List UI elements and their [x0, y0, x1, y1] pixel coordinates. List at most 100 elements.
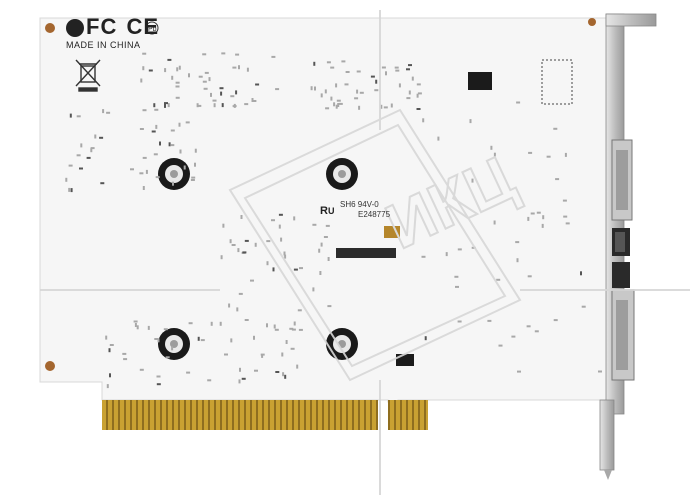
smd-component	[194, 148, 197, 153]
smd-component	[516, 101, 521, 104]
mounting-hole	[45, 23, 55, 33]
smd-component	[527, 216, 530, 221]
smd-component	[327, 305, 332, 308]
smd-component	[325, 107, 330, 110]
smd-component	[536, 211, 541, 214]
smd-component	[281, 352, 284, 357]
smd-component	[345, 71, 350, 73]
smd-component	[266, 323, 268, 328]
smd-component	[232, 105, 237, 108]
smd-component	[336, 99, 341, 102]
smd-component	[422, 118, 425, 123]
smd-component	[261, 353, 264, 358]
smd-component	[424, 336, 427, 341]
smd-component	[134, 323, 137, 327]
smd-component	[80, 143, 83, 148]
smd-component	[517, 370, 521, 373]
smd-component	[79, 167, 83, 170]
smd-component	[282, 372, 285, 377]
smd-component	[411, 76, 414, 81]
smd-component	[198, 75, 203, 78]
smd-component	[164, 103, 166, 108]
smd-component	[381, 66, 386, 69]
smd-component	[356, 89, 359, 94]
capacitor	[384, 226, 400, 238]
smd-component	[156, 375, 161, 378]
smd-component	[417, 92, 422, 95]
smd-component	[338, 102, 343, 105]
smd-component	[296, 364, 299, 369]
smd-component	[272, 267, 275, 272]
smd-component	[100, 182, 105, 185]
smd-component	[102, 109, 105, 114]
smd-component	[153, 153, 158, 156]
smd-component	[546, 155, 551, 158]
smd-component	[320, 242, 323, 247]
smd-component	[168, 142, 171, 147]
smd-component	[244, 239, 249, 242]
smd-component	[224, 353, 228, 356]
smd-component	[151, 130, 156, 133]
smd-component	[212, 99, 217, 102]
smd-component	[94, 134, 97, 139]
header-pins	[541, 59, 573, 105]
smd-component	[188, 322, 193, 325]
smd-component	[140, 78, 143, 83]
smd-component	[236, 307, 239, 312]
smd-component	[164, 102, 168, 105]
smd-component	[90, 147, 95, 150]
smd-component	[232, 66, 237, 69]
smd-component	[90, 148, 93, 153]
smd-component	[374, 89, 379, 92]
smd-component	[240, 215, 243, 219]
smd-component	[312, 223, 317, 226]
smd-component	[244, 103, 249, 106]
smd-component	[238, 65, 240, 70]
smd-component	[246, 67, 249, 72]
smd-component	[68, 187, 71, 192]
smd-component	[175, 85, 180, 88]
ce-mark-icon: CE	[126, 14, 160, 39]
svg-text:Pb: Pb	[148, 26, 157, 33]
smd-component	[105, 335, 108, 340]
smd-component	[175, 96, 180, 99]
smd-component	[154, 108, 159, 111]
ul-mark-icon: R U	[320, 205, 335, 217]
smd-component	[471, 178, 474, 183]
smd-component	[528, 151, 533, 154]
smd-component	[330, 66, 335, 69]
smd-component	[324, 89, 327, 94]
smd-component	[323, 236, 328, 238]
smd-component	[194, 162, 196, 167]
smd-components	[65, 52, 602, 389]
smd-component	[159, 141, 161, 146]
smd-component	[204, 71, 209, 74]
smd-component	[165, 356, 170, 359]
smd-component	[230, 95, 235, 98]
smd-component	[241, 377, 246, 380]
smd-component	[395, 69, 400, 72]
smd-component	[278, 224, 281, 229]
smd-component	[207, 379, 212, 382]
smd-component	[406, 97, 411, 100]
pcie-gold-fingers-main	[102, 400, 378, 430]
smd-component	[142, 156, 147, 159]
smd-component	[76, 154, 81, 157]
smd-component	[275, 88, 280, 91]
smd-component	[155, 176, 160, 179]
smd-component	[314, 86, 316, 91]
screw-icon	[158, 158, 190, 190]
smd-component	[385, 71, 387, 76]
smd-component	[148, 69, 153, 72]
smd-component	[406, 68, 410, 71]
smd-component	[266, 240, 271, 243]
weee-crossed-bin-icon	[75, 59, 101, 92]
smd-component	[416, 83, 421, 86]
smd-component	[86, 156, 91, 159]
smd-component	[493, 152, 496, 157]
smd-component	[562, 199, 567, 202]
smd-component	[186, 371, 191, 374]
smd-component	[359, 91, 364, 94]
smd-component	[230, 338, 233, 343]
